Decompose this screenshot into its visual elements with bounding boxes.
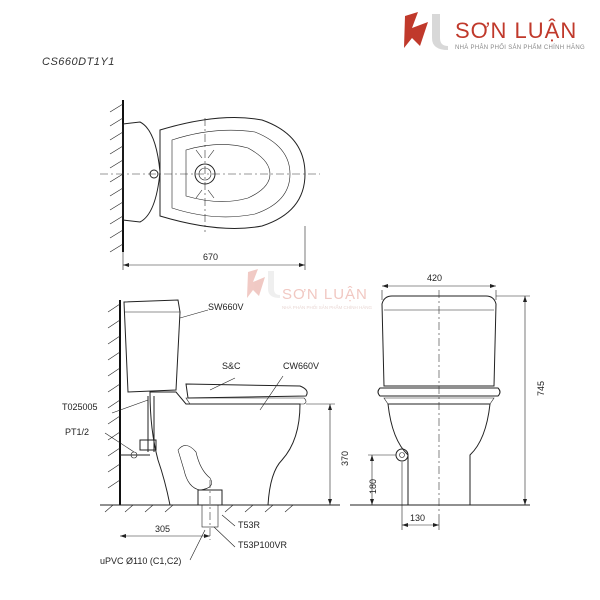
dim-seat-height: 370 bbox=[340, 450, 350, 466]
label-flange: T53R bbox=[238, 520, 261, 530]
label-adapter: T53P100VR bbox=[238, 540, 288, 550]
dim-inlet-offset: 130 bbox=[410, 513, 426, 523]
label-tank: SW660V bbox=[208, 302, 244, 312]
label-drain: uPVC Ø110 (C1,C2) bbox=[100, 556, 182, 566]
dim-inlet-height: 180 bbox=[368, 478, 378, 494]
dim-rough-in: 305 bbox=[155, 524, 171, 534]
dim-front-width: 420 bbox=[427, 273, 443, 283]
brand-name: SƠN LUẬN bbox=[455, 18, 578, 43]
brand-tagline: NHÀ PHÂN PHỐI SẢN PHẨM CHÍNH HÃNG bbox=[455, 45, 585, 51]
label-pipe: PT1/2 bbox=[65, 427, 90, 437]
dim-total-height: 745 bbox=[536, 380, 546, 396]
brand-logo-icon bbox=[404, 12, 448, 50]
top-view bbox=[100, 100, 320, 270]
label-seat: S&C bbox=[222, 361, 241, 371]
label-valve: T025005 bbox=[62, 402, 98, 412]
watermark-logo-icon bbox=[247, 269, 280, 298]
front-view bbox=[350, 284, 530, 530]
model-number: CS660DT1Y1 bbox=[42, 56, 115, 68]
side-view bbox=[100, 299, 340, 561]
label-bowl: CW660V bbox=[283, 361, 320, 371]
dim-top-depth: 670 bbox=[203, 252, 219, 262]
watermark-tagline: NHÀ PHÂN PHỐI SẢN PHẨM CHÍNH HÃNG bbox=[282, 305, 373, 310]
watermark-name: SƠN LUẬN bbox=[282, 286, 368, 303]
